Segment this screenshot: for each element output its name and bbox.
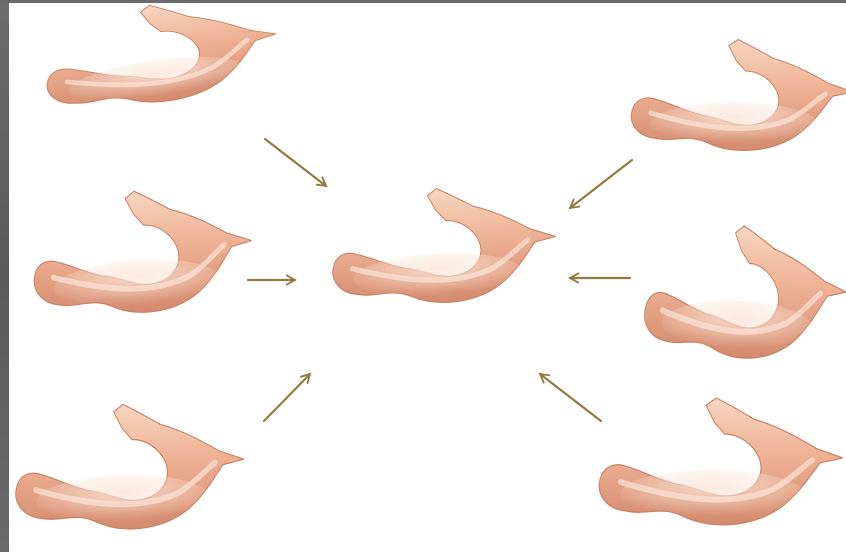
shape-middle-right: [643, 222, 846, 361]
shape-bottom-right: [599, 398, 843, 525]
arrow-bottom-right: [540, 374, 601, 421]
shape-top-right: [631, 40, 846, 151]
shape-middle-left: [28, 183, 256, 320]
shape-top-left: [38, 0, 283, 117]
arrow-top-right: [570, 160, 632, 208]
arrow-bottom-left: [264, 374, 310, 421]
arrow-top-left: [265, 139, 326, 186]
shape-bottom-left: [13, 400, 247, 533]
shape-center: [329, 183, 559, 309]
